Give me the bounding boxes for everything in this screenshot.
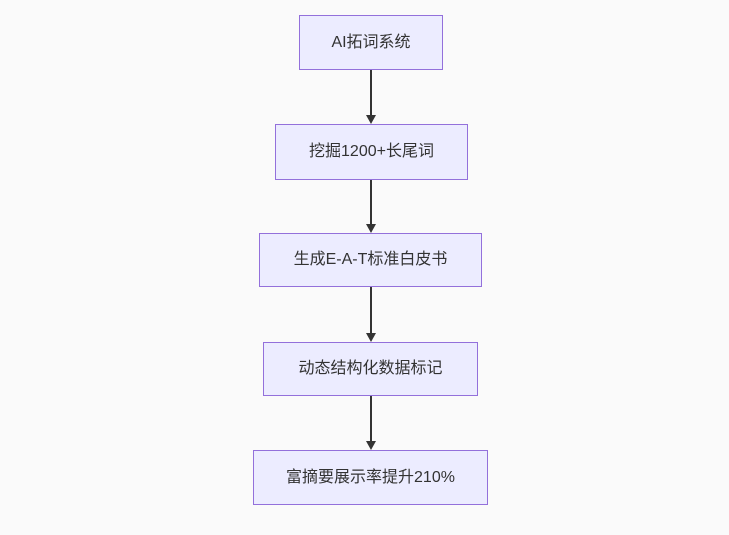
flow-node-rich-snippet-rate: 富摘要展示率提升210%	[253, 450, 488, 505]
arrow-down-icon	[366, 115, 376, 124]
arrow-line	[370, 180, 372, 225]
arrow-down-icon	[366, 224, 376, 233]
arrow-down-icon	[366, 441, 376, 450]
flow-node-structured-data-markup: 动态结构化数据标记	[263, 342, 478, 396]
arrow-line	[370, 70, 372, 116]
arrow-down-icon	[366, 333, 376, 342]
flow-node-longtail-keywords: 挖掘1200+长尾词	[275, 124, 468, 180]
flow-node-ai-word-expansion-system: AI拓词系统	[299, 15, 443, 70]
arrow-line	[370, 287, 372, 334]
flow-node-eat-whitepaper: 生成E-A-T标准白皮书	[259, 233, 482, 287]
arrow-line	[370, 396, 372, 442]
